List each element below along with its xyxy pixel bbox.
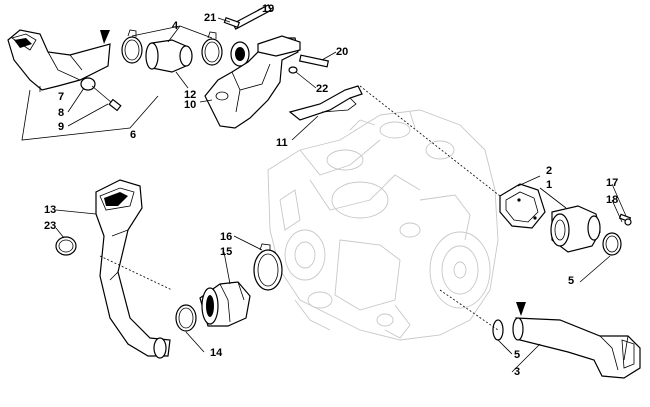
engine-block [267,109,499,341]
callout-8: 8 [58,107,64,119]
gasket-and-adapter [499,183,632,256]
arrow-marker-upper [100,30,110,44]
callout-15: 15 [220,246,232,258]
callout-19: 19 [262,3,274,15]
callout-23: 23 [44,220,56,232]
throttle-boot-lower [175,243,283,332]
callout-21: 21 [204,12,216,24]
callout-6: 6 [130,129,136,141]
arrow-marker-lower [516,302,526,316]
callout-3: 3 [514,366,520,378]
callout-14: 14 [210,347,223,359]
callout-10: 10 [184,99,196,111]
callout-12: 12 [184,89,196,101]
callout-11: 11 [276,137,288,149]
callout-16: 16 [220,231,232,243]
callout-labels: 4 21 19 20 22 12 10 11 7 8 9 6 2 1 17 18… [44,3,618,378]
callout-1: 1 [546,179,552,191]
duct-clamps-upper [121,29,250,73]
callout-7: 7 [58,91,64,103]
callout-9: 9 [58,121,64,133]
callout-17: 17 [606,177,618,189]
callout-22: 22 [316,83,328,95]
airbox-bracket [204,4,330,129]
leader-lines [21,7,627,373]
callout-13: 13 [44,204,56,216]
callout-18: 18 [606,194,618,206]
callout-5-lower: 5 [514,349,520,361]
callout-4: 4 [172,20,179,32]
callout-20: 20 [336,46,348,58]
intake-boot-upper [7,29,122,112]
callout-5-upper: 5 [568,275,574,287]
vent-hose [288,85,363,121]
outlet-tube-lower [492,317,641,379]
callout-2: 2 [546,165,552,177]
intake-tube-lower [55,179,171,359]
